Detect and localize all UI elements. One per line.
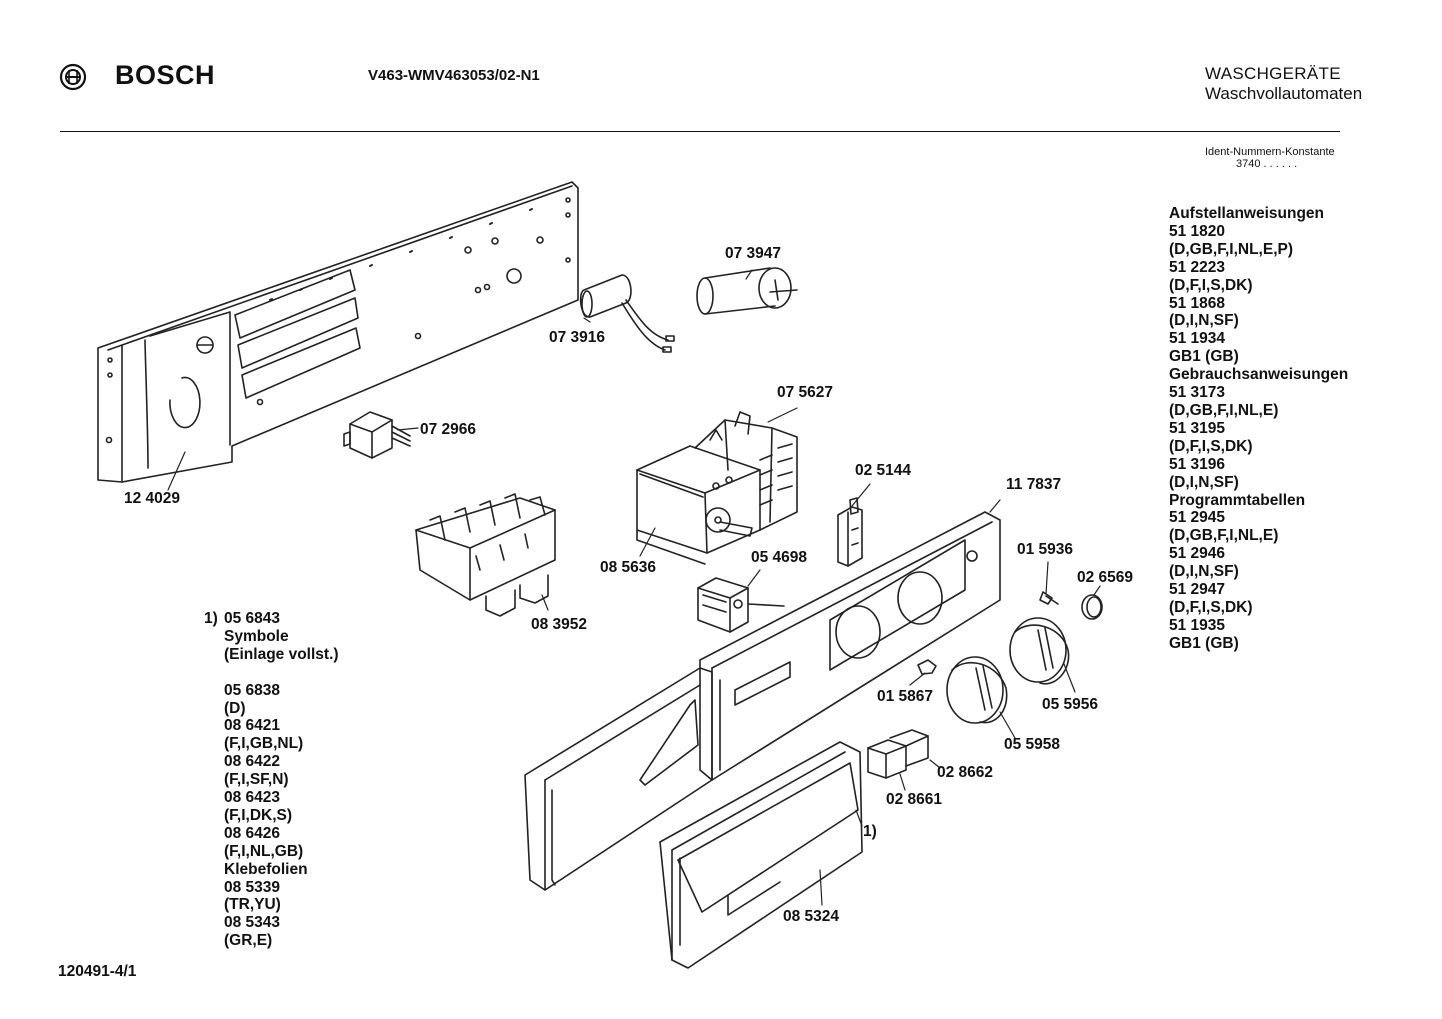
document-list-item: (D,GB,F,I,NL,E) xyxy=(1169,527,1279,545)
document-list-item: (D,I,N,SF) xyxy=(1169,563,1239,581)
back-panel-bracket xyxy=(97,181,579,483)
part-label: 12 4029 xyxy=(124,490,181,507)
note-list-item: Klebefolien xyxy=(224,860,308,878)
part-label: 05 5956 xyxy=(1042,696,1099,713)
note-number: 1) xyxy=(204,610,218,627)
note-list-item: (F,I,SF,N) xyxy=(224,771,289,789)
cap-cover xyxy=(1081,594,1103,620)
note-list-item: (TR,YU) xyxy=(224,896,281,914)
category-subtitle: Waschvollautomaten xyxy=(1205,84,1363,103)
part-label: 01 5936 xyxy=(1017,541,1074,558)
relay-component xyxy=(343,411,411,459)
ident-label: Ident-Nummern-Konstante xyxy=(1205,146,1335,158)
document-list-item: Programmtabellen xyxy=(1169,491,1306,509)
part-label: 01 5867 xyxy=(877,688,934,705)
note-list-item: (D) xyxy=(224,699,246,717)
document-list-item: (D,F,I,S,DK) xyxy=(1169,598,1253,616)
push-buttons xyxy=(867,729,929,779)
note-list-item: Symbole xyxy=(224,627,289,645)
part-label: 02 8661 xyxy=(886,791,943,808)
document-list-item: Aufstellanweisungen xyxy=(1169,205,1325,222)
part-label: 05 4698 xyxy=(751,549,808,566)
selector-knob-small xyxy=(946,656,1008,724)
note-list-item: (F,I,DK,S) xyxy=(224,806,293,824)
document-list-item: 51 1934 xyxy=(1169,330,1226,348)
part-label: 08 5636 xyxy=(600,559,657,576)
note-list-item: 08 6421 xyxy=(224,717,281,735)
part-label: 02 5144 xyxy=(855,462,912,479)
button-switch-unit xyxy=(415,493,556,617)
brand-name: BOSCH xyxy=(115,60,216,90)
document-list-item: (D,I,N,SF) xyxy=(1169,473,1239,491)
document-list-item: 51 3195 xyxy=(1169,419,1226,437)
note-list-item: 08 5339 xyxy=(224,878,281,896)
document-list-item: 51 3196 xyxy=(1169,455,1226,473)
part-label: 07 3947 xyxy=(725,245,782,262)
document-list-item: (D,GB,F,I,NL,E,P) xyxy=(1169,240,1293,258)
note-list-item: 08 6423 xyxy=(224,789,281,807)
note-list-item: 08 6422 xyxy=(224,753,281,771)
document-list-item: 51 2946 xyxy=(1169,545,1226,563)
bosch-logo-icon xyxy=(59,63,87,91)
document-list-item: Gebrauchsanweisungen xyxy=(1169,366,1349,384)
note-list-item: 08 6426 xyxy=(224,824,281,842)
selector-switch xyxy=(697,577,785,633)
selector-knob-large xyxy=(1009,617,1070,685)
part-label: 08 5324 xyxy=(783,908,840,925)
part-label: 07 5627 xyxy=(777,384,834,401)
note-list-item: (F,I,NL,GB) xyxy=(224,842,304,860)
drawing-number: 120491-4/1 xyxy=(58,963,137,980)
document-list-item: 51 1935 xyxy=(1169,616,1226,634)
program-timer-assembly xyxy=(636,411,798,565)
part-label: 02 6569 xyxy=(1077,569,1134,586)
part-label: 05 5958 xyxy=(1004,736,1061,753)
ident-value: 3740 . . . . . . xyxy=(1236,158,1298,170)
part-label: 02 8662 xyxy=(937,764,994,781)
part-label: 07 3916 xyxy=(549,329,606,346)
document-list-item: (D,F,I,S,DK) xyxy=(1169,276,1253,294)
header-divider xyxy=(60,131,1340,132)
model-number: V463-WMV463053/02-N1 xyxy=(368,67,540,84)
screw xyxy=(1039,591,1059,605)
note-list-item: 08 5343 xyxy=(224,914,281,932)
document-list-item: 51 2945 xyxy=(1169,509,1226,527)
document-list-item: 51 3173 xyxy=(1169,384,1226,402)
detergent-drawer xyxy=(659,741,863,969)
capacitor-large xyxy=(696,267,798,315)
note-group-variants: 05 6838(D)08 6421(F,I,GB,NL)08 6422(F,I,… xyxy=(224,682,339,951)
small-clip xyxy=(917,659,937,675)
category-title: WASCHGERÄTE xyxy=(1205,64,1341,83)
document-list-item: 51 2947 xyxy=(1169,581,1226,599)
document-list-item: GB1 (GB) xyxy=(1169,348,1239,366)
document-list-item: GB1 (GB) xyxy=(1169,634,1239,652)
leader-lines xyxy=(167,269,1101,906)
capacitor-small xyxy=(579,274,675,353)
part-label: 11 7837 xyxy=(1006,476,1062,493)
document-list-item: (D,GB,F,I,NL,E) xyxy=(1169,401,1279,419)
document-list-item: 51 1820 xyxy=(1169,222,1226,240)
part-label: 08 3952 xyxy=(531,616,588,633)
switch-bracket xyxy=(837,497,863,567)
note-list-item: (F,I,GB,NL) xyxy=(224,735,304,753)
control-panel-fascia xyxy=(524,511,1001,891)
part-label: 07 2966 xyxy=(420,421,477,438)
note-list-item: (Einlage vollst.) xyxy=(224,645,339,663)
note-list-item: 05 6843 xyxy=(224,610,281,627)
document-list-item: 51 1868 xyxy=(1169,294,1226,312)
part-label: 1) xyxy=(863,823,877,840)
note-list-item: (GR,E) xyxy=(224,932,273,950)
document-list-item: 51 2223 xyxy=(1169,258,1226,276)
note-list-item: 05 6838 xyxy=(224,681,281,699)
document-list-item: (D,I,N,SF) xyxy=(1169,312,1239,330)
document-list-item: (D,F,I,S,DK) xyxy=(1169,437,1253,455)
